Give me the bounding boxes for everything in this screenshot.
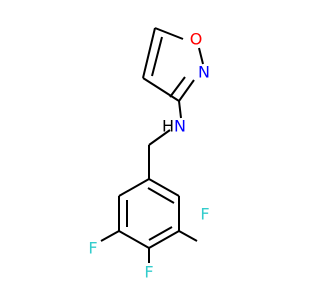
- amine-hydrogen-atom-label: H: [162, 117, 174, 136]
- bond-ar3-ar4: [148, 230, 180, 249]
- bond-ar4-ar5: [118, 230, 150, 249]
- bond-ar5-fleft: [100, 230, 120, 242]
- ring-nitrogen-atom-label: N: [198, 63, 210, 82]
- bond-c4-c3: [142, 77, 180, 102]
- bond-ar1-ar2-inner: [147, 187, 175, 204]
- bond-n2-o1: [198, 47, 204, 65]
- bond-c3-n2-inner: [169, 76, 186, 98]
- bond-c5-c4: [142, 27, 156, 79]
- fluorine-right-atom-label: F: [200, 205, 209, 224]
- bond-c5-c4-inner: [151, 36, 163, 77]
- bond-ar1-ar2: [148, 178, 180, 197]
- bond-ar6-ar1: [118, 178, 150, 197]
- bond-c3-n2: [178, 79, 195, 102]
- bond-ar3-ar4-inner: [148, 226, 173, 241]
- molecule-structure: O N N H F F F: [88, 27, 210, 282]
- oxygen-atom-label: O: [190, 30, 203, 49]
- amine-nitrogen-atom-label: N: [174, 117, 186, 136]
- bond-c3-nh: [178, 100, 182, 119]
- fluorine-bottom-atom-label: F: [144, 263, 153, 282]
- bond-o1-c5: [154, 27, 184, 40]
- fluorine-left-atom-label: F: [88, 239, 97, 258]
- bond-ar3-fright: [178, 230, 198, 242]
- bond-nh-ch2: [148, 129, 171, 146]
